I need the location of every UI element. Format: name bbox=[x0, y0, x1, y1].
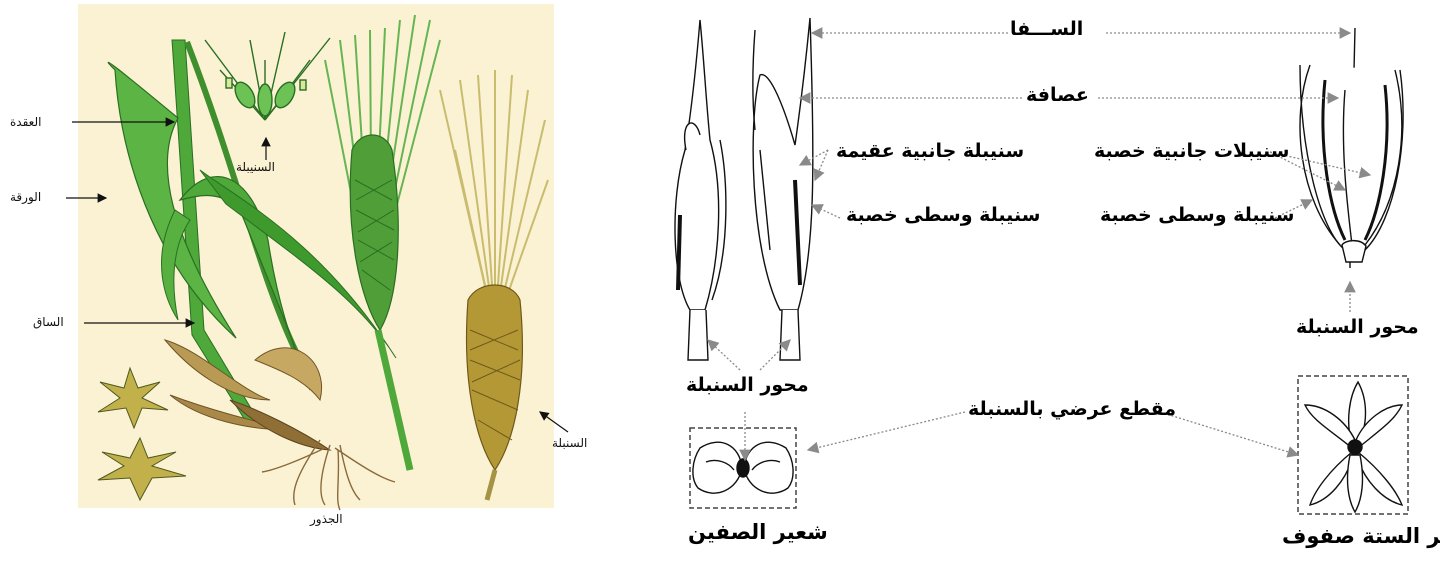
label-central-fertile-spikelet-right: سنيبلة وسطى خصبة bbox=[1100, 204, 1294, 226]
label-leaf: الورقة bbox=[10, 190, 41, 204]
label-spike: السنبلة bbox=[552, 436, 587, 450]
six-row-spikelets bbox=[1300, 28, 1403, 268]
dried-leaves bbox=[165, 340, 330, 450]
label-sterile-lateral-spikelet: سنيبلة جانبية عقيمة bbox=[836, 140, 1024, 162]
label-roots: الجذور bbox=[310, 512, 343, 526]
label-rachis-left: محور السنبلة bbox=[686, 374, 809, 396]
label-node: العقدة bbox=[10, 115, 41, 129]
label-two-row-barley: شعير الصفين bbox=[688, 520, 828, 544]
label-central-fertile-spikelet-left: سنيبلة وسطى خصبة bbox=[846, 204, 1040, 226]
label-spikelet: السنيبلة bbox=[236, 160, 275, 174]
label-cross-section: مقطع عرضي بالسنبلة bbox=[968, 398, 1176, 420]
label-fertile-lateral-spikelets: سنيبلات جانبية خصبة bbox=[1094, 140, 1289, 162]
ripe-spike bbox=[440, 70, 548, 500]
two-row-spikelets bbox=[675, 18, 813, 360]
label-rachis-right: محور السنبلة bbox=[1296, 316, 1419, 338]
cross-section-stars bbox=[98, 368, 186, 500]
label-lemma: عصافة bbox=[1026, 84, 1089, 106]
two-row-cross-section bbox=[690, 428, 796, 508]
spikelet-detail bbox=[205, 32, 330, 120]
plant-roots bbox=[262, 440, 395, 510]
label-awn: الســـفا bbox=[1010, 18, 1083, 40]
six-row-cross-section bbox=[1298, 376, 1408, 514]
label-stem: الساق bbox=[33, 315, 64, 329]
label-six-row-barley: شعير الستة صفوف bbox=[1282, 524, 1440, 548]
green-spike bbox=[325, 15, 440, 470]
